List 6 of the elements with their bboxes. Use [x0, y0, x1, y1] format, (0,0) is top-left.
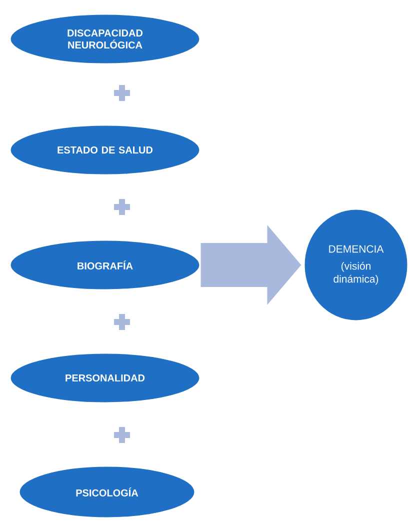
ellipse-node: DISCAPACIDAD NEUROLÓGICA: [9, 13, 201, 65]
ellipse-node: ESTADO DE SALUD: [9, 124, 201, 176]
circle-node: DEMENCIA (visión dinámica): [303, 208, 409, 322]
ellipse-node: PSICOLOGÍA: [18, 465, 196, 519]
ellipse-node: BIOGRAFÍA: [9, 239, 201, 291]
ellipse-node: PERSONALIDAD: [9, 352, 201, 404]
